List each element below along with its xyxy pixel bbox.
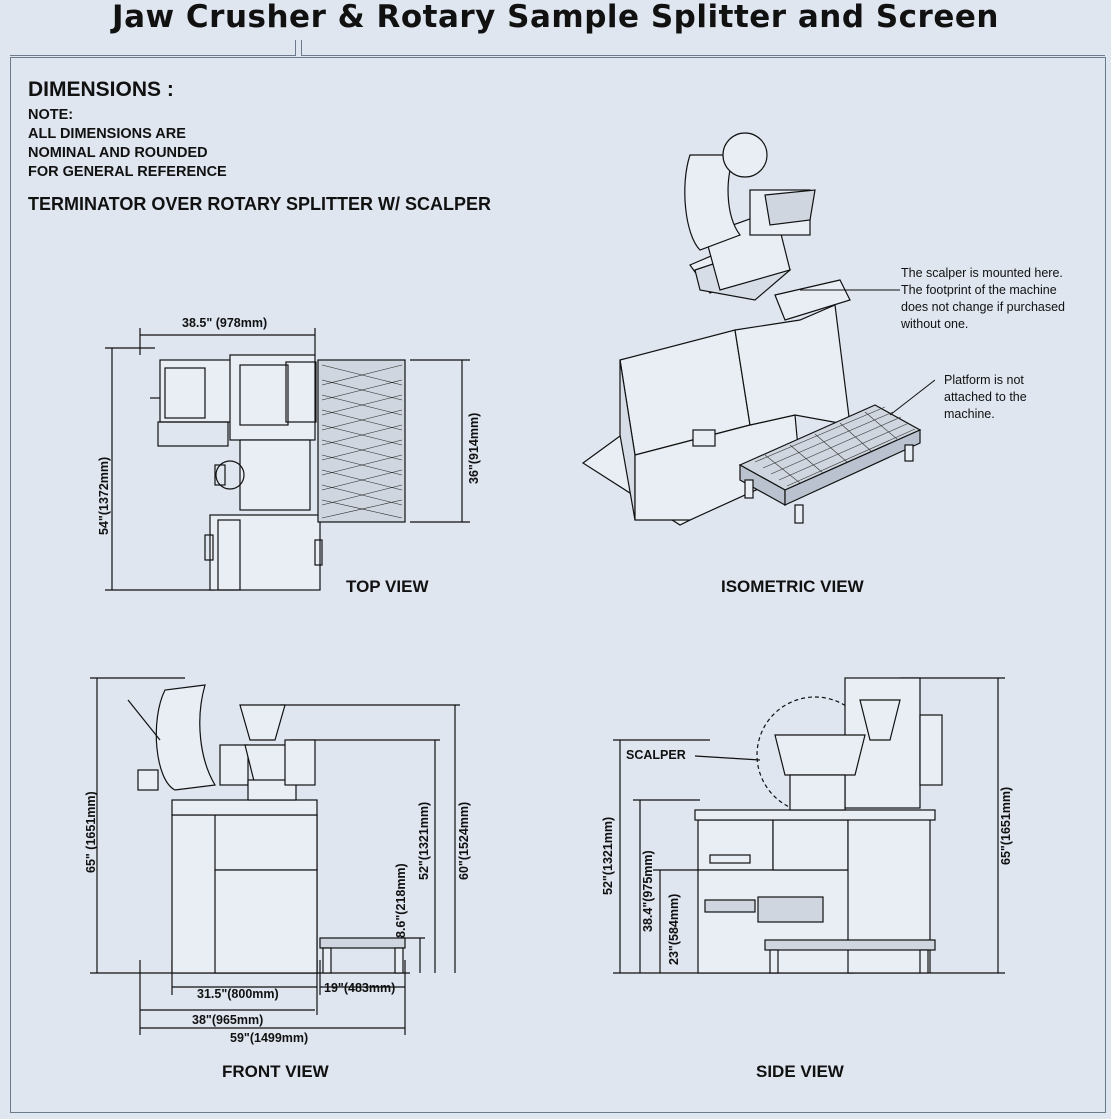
front-step-height: 8.6"(218mm)	[394, 863, 408, 938]
side-height-23: 23"(584mm)	[667, 893, 681, 965]
top-depth-dimension: 54"(1372mm)	[97, 456, 111, 535]
dimensions-heading: DIMENSIONS :	[28, 78, 174, 101]
header-divider-left	[10, 40, 296, 56]
front-base-width: 31.5"(800mm)	[197, 987, 279, 1001]
front-view-label: FRONT VIEW	[222, 1062, 329, 1081]
note-line-4: FOR GENERAL REFERENCE	[28, 164, 227, 180]
scalper-callout-line-3: does not change if purchased	[901, 300, 1066, 314]
front-overall-height: 65" (1651mm)	[84, 791, 98, 873]
note-line-2: ALL DIMENSIONS ARE	[28, 126, 186, 142]
drawing-subtitle: TERMINATOR OVER ROTARY SPLITTER W/ SCALP…	[28, 194, 492, 214]
note-line-3: NOMINAL AND ROUNDED	[28, 145, 208, 161]
page-title: Jaw Crusher & Rotary Sample Splitter and…	[112, 0, 999, 35]
header-divider-right	[301, 40, 1105, 56]
isometric-view-label: ISOMETRIC VIEW	[721, 577, 864, 596]
isometric-view-drawing	[581, 132, 935, 526]
top-width-dimension: 38.5" (978mm)	[182, 316, 268, 330]
front-overall-width: 59"(1499mm)	[230, 1031, 309, 1045]
scalper-callout: The scalper is mounted here. The footpri…	[901, 265, 1065, 333]
front-height-52: 52"(1321mm)	[417, 801, 431, 880]
platform-callout-line-2: attached to the	[944, 390, 1027, 404]
side-view-drawing	[613, 677, 1005, 974]
platform-callout-line-1: Platform is not	[944, 373, 1024, 387]
top-view-drawing	[105, 328, 470, 591]
top-screen-dimension: 36"(914mm)	[467, 412, 481, 484]
scalper-callout-line-1: The scalper is mounted here.	[901, 266, 1063, 280]
side-overall-height: 65"(1651mm)	[999, 786, 1013, 865]
note-line-1: NOTE:	[28, 107, 74, 123]
front-height-60: 60"(1524mm)	[457, 801, 471, 880]
front-view-drawing	[90, 677, 460, 1035]
side-height-38: 38.4"(975mm)	[641, 850, 655, 932]
scalper-callout-line-2: The footprint of the machine	[901, 283, 1057, 297]
drawing-frame	[10, 57, 1106, 1113]
platform-callout-line-3: machine.	[944, 407, 995, 421]
platform-callout: Platform is not attached to the machine.	[944, 372, 1027, 423]
side-view-label: SIDE VIEW	[756, 1062, 844, 1081]
side-height-52: 52"(1321mm)	[601, 816, 615, 895]
scalper-label: SCALPER	[626, 748, 686, 762]
scalper-callout-line-4: without one.	[901, 317, 969, 331]
front-platform-width: 19"(483mm)	[324, 981, 396, 995]
front-width-38: 38"(965mm)	[192, 1013, 264, 1027]
top-view-label: TOP VIEW	[346, 577, 429, 596]
